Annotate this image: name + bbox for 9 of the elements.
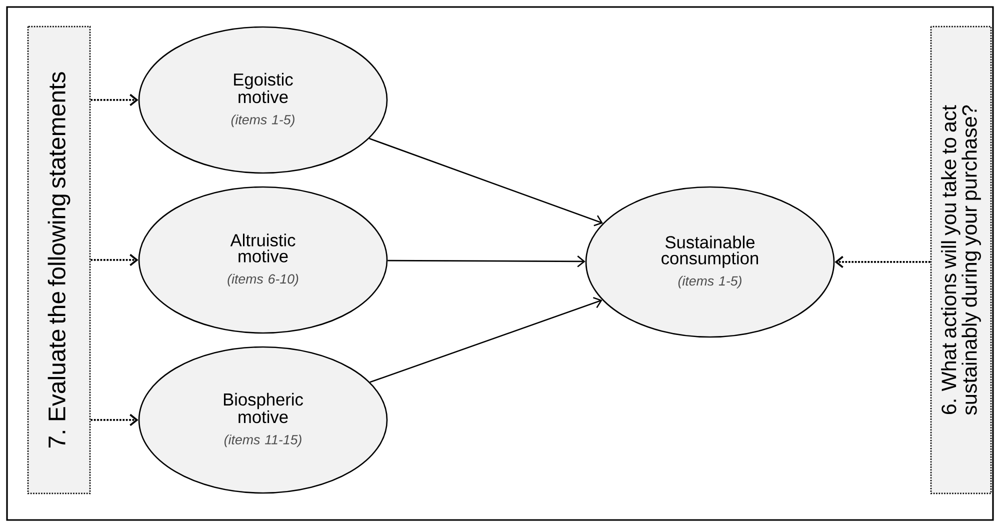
arrow (834, 256, 930, 268)
arrow (388, 256, 586, 268)
question-box: 7. Evaluate the following statements (27, 26, 91, 494)
arrow (90, 94, 138, 106)
arrow (90, 414, 138, 426)
question-box: 6. What actions will you take to act sustainably during your purchase? (930, 26, 992, 494)
arrow (370, 296, 602, 383)
arrow (369, 138, 603, 226)
arrow (90, 254, 138, 266)
